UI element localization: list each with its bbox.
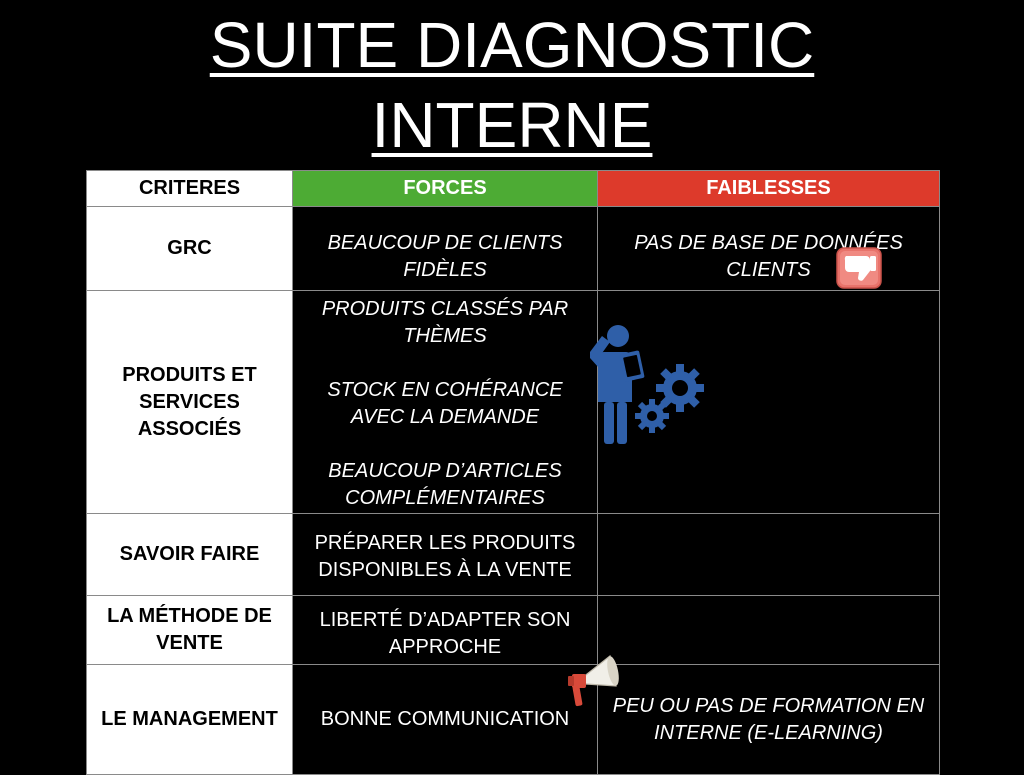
- critere-cell: PRODUITS ET SERVICES ASSOCIÉS: [86, 290, 293, 514]
- faiblesses-cell: PEU OU PAS DE FORMATION EN INTERNE (E-LE…: [597, 664, 940, 775]
- header-row: CRITERES FORCES FAIBLESSES: [86, 170, 940, 207]
- megaphone-icon: [566, 650, 622, 710]
- thumbs-down-icon: [836, 247, 882, 289]
- header-faiblesses: FAIBLESSES: [597, 170, 940, 207]
- forces-cell: BEAUCOUP DE CLIENTS FIDÈLES: [292, 206, 598, 291]
- table-row: GRC BEAUCOUP DE CLIENTS FIDÈLES PAS DE B…: [86, 206, 940, 291]
- forces-cell: BONNE COMMUNICATION: [292, 664, 598, 775]
- table-row: LE MANAGEMENT BONNE COMMUNICATION PEU OU…: [86, 664, 940, 775]
- header-criteres: CRITERES: [86, 170, 293, 207]
- faiblesses-cell: [597, 290, 940, 514]
- faiblesses-cell: PAS DE BASE DE DONNÉES CLIENTS: [597, 206, 940, 291]
- forces-cell: PRODUITS CLASSÉS PAR THÈMES STOCK EN COH…: [292, 290, 598, 514]
- slide-title-line-2: INTERNE: [371, 89, 653, 161]
- critere-cell: LA MÉTHODE DE VENTE: [86, 595, 293, 665]
- worker-gears-icon: [586, 322, 708, 446]
- critere-cell: SAVOIR FAIRE: [86, 513, 293, 596]
- faiblesses-cell: [597, 513, 940, 596]
- header-forces: FORCES: [292, 170, 598, 207]
- table-row: PRODUITS ET SERVICES ASSOCIÉS PRODUITS C…: [86, 290, 940, 514]
- forces-item: BEAUCOUP D’ARTICLES COMPLÉMENTAIRES: [328, 460, 562, 509]
- critere-cell: LE MANAGEMENT: [86, 664, 293, 775]
- diagnostic-table: CRITERES FORCES FAIBLESSES GRC BEAUCOUP …: [86, 170, 940, 775]
- faiblesses-cell: [597, 595, 940, 665]
- table-row: LA MÉTHODE DE VENTE LIBERTÉ D’ADAPTER SO…: [86, 595, 940, 665]
- forces-item: PRODUITS CLASSÉS PAR THÈMES: [321, 298, 569, 347]
- forces-cell: PRÉPARER LES PRODUITS DISPONIBLES À LA V…: [292, 513, 598, 596]
- slide-title-line-1: SUITE DIAGNOSTIC: [209, 9, 815, 81]
- forces-cell: LIBERTÉ D’ADAPTER SON APPROCHE: [292, 595, 598, 665]
- table-row: SAVOIR FAIRE PRÉPARER LES PRODUITS DISPO…: [86, 513, 940, 596]
- forces-item: STOCK EN COHÉRANCE AVEC LA DEMANDE: [327, 379, 563, 428]
- critere-cell: GRC: [86, 206, 293, 291]
